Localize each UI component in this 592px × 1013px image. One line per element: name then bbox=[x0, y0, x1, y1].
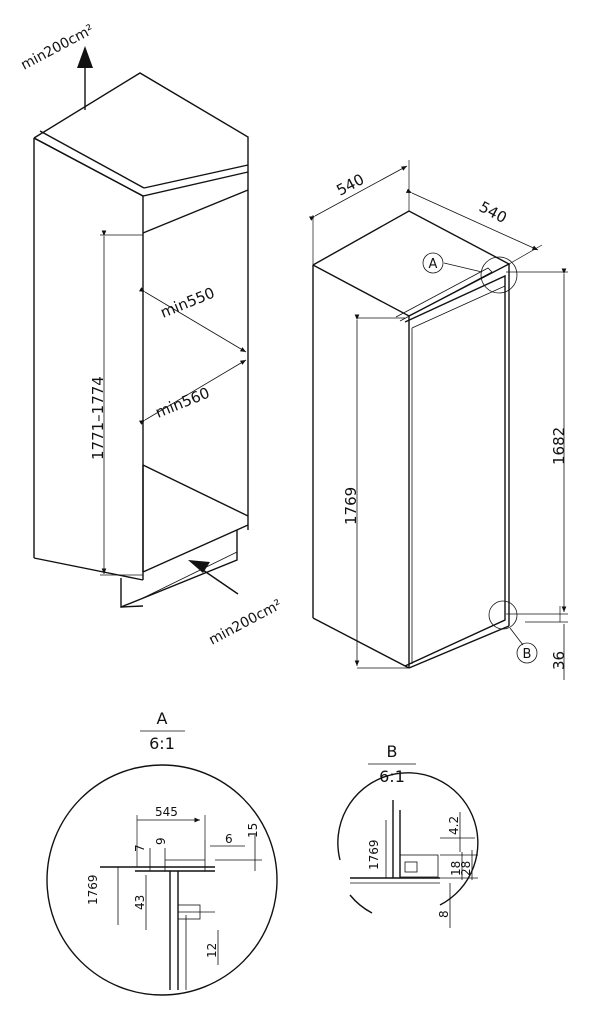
detail-a-dim-6: 6 bbox=[225, 832, 233, 846]
callout-a-label: A bbox=[429, 257, 438, 272]
callout-b: B bbox=[488, 600, 538, 664]
detail-a-dim-12: 12 bbox=[205, 943, 219, 958]
detail-a-dim-1769: 1769 bbox=[86, 874, 100, 905]
detail-a-dim-43: 43 bbox=[133, 895, 147, 910]
detail-a-title: A bbox=[157, 709, 168, 728]
detail-a-dim-545: 545 bbox=[155, 805, 178, 819]
bottom-offset-label: 36 bbox=[550, 651, 568, 670]
height-label: 1769 bbox=[342, 487, 360, 525]
vent-bottom-label: min200cm² bbox=[206, 597, 284, 649]
callout-b-label: B bbox=[523, 647, 532, 662]
appliance-body bbox=[312, 210, 511, 669]
detail-b-dim-28: 28 bbox=[459, 861, 473, 876]
width-dimension: 540 bbox=[308, 160, 410, 265]
detail-b-dim-18: 18 bbox=[449, 861, 463, 876]
depth-dimensions: min550 min560 bbox=[138, 284, 247, 425]
callout-a: A bbox=[422, 252, 518, 294]
detail-b-dim-8: 8 bbox=[437, 910, 451, 918]
door-height-label: 1682 bbox=[550, 427, 568, 465]
detail-b-dim-1769: 1769 bbox=[367, 839, 381, 870]
detail-a-circle: 545 9 7 6 15 1769 43 12 bbox=[46, 764, 278, 996]
depth-lower-label: min560 bbox=[153, 384, 213, 422]
niche-cabinet bbox=[33, 72, 249, 609]
niche-height-dimension: 1771–1774 bbox=[89, 230, 143, 576]
detail-b-dim-42: 4.2 bbox=[447, 816, 461, 835]
detail-a-scale: 6:1 bbox=[149, 734, 175, 753]
detail-b-title: B bbox=[387, 742, 398, 761]
ventilation-top-arrow: min200cm² bbox=[18, 22, 97, 110]
detail-a-header: A 6:1 bbox=[140, 709, 185, 753]
detail-b-scale: 6:1 bbox=[379, 767, 405, 786]
width-label: 540 bbox=[333, 170, 367, 199]
detail-a-dim-7: 7 bbox=[133, 844, 147, 852]
detail-b-header: B 6:1 bbox=[368, 742, 416, 786]
height-dimension: 1769 bbox=[342, 314, 360, 666]
door-height-dimension: 1682 36 bbox=[506, 268, 568, 680]
detail-b-circle: 1769 4.2 28 18 8 bbox=[337, 772, 479, 928]
detail-a-dim-9: 9 bbox=[154, 837, 168, 845]
detail-a-dim-15: 15 bbox=[246, 823, 260, 838]
depth-upper-label: min550 bbox=[158, 284, 218, 322]
niche-height-label: 1771–1774 bbox=[89, 376, 107, 460]
depth-label: 540 bbox=[476, 198, 510, 227]
